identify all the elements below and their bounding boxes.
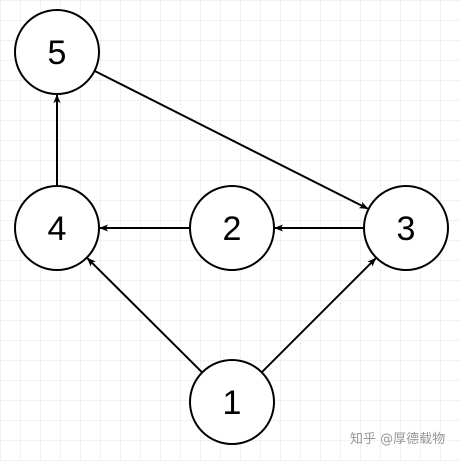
node-1-circle [189, 359, 275, 445]
node-2: 2 [189, 185, 275, 271]
node-3-label: 3 [397, 210, 416, 248]
nodes-layer: 1 2 3 4 5 [14, 9, 449, 445]
node-4-label: 4 [48, 210, 67, 248]
node-2-circle [189, 185, 275, 271]
node-5: 5 [14, 9, 100, 95]
node-5-label: 5 [48, 34, 67, 72]
node-4-circle [14, 185, 100, 271]
watermark-text: 知乎 @厚德载物 [350, 432, 446, 447]
edge-1-to-3 [260, 257, 377, 374]
node-5-circle [14, 9, 100, 95]
node-1-label: 1 [223, 384, 242, 422]
edge-5-to-3 [94, 70, 369, 210]
node-3-circle [363, 185, 449, 271]
edges-layer [53, 70, 377, 374]
node-2-label: 2 [223, 210, 242, 248]
node-1: 1 [189, 359, 275, 445]
node-4: 4 [14, 185, 100, 271]
edge-1-to-4 [86, 257, 203, 374]
node-3: 3 [363, 185, 449, 271]
